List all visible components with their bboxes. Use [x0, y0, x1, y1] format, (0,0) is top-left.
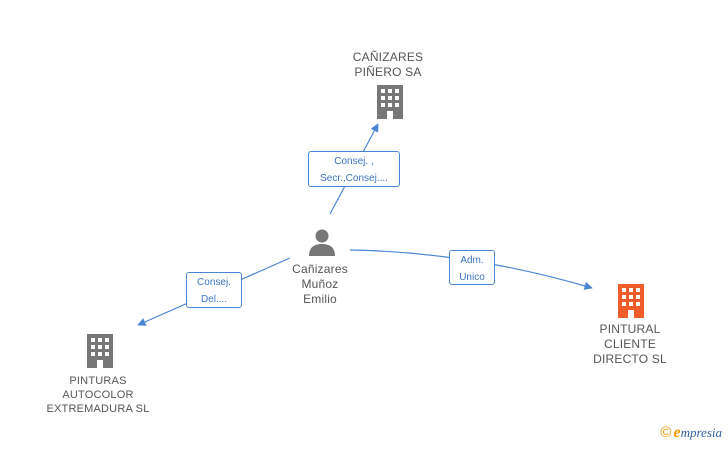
relation-line: Adm. [460, 255, 484, 266]
relation-line: Secr.,Consej.... [320, 173, 388, 184]
relation-label-canizares-pinero[interactable]: Consej. , Secr.,Consej.... [308, 151, 400, 187]
node-name-line: Emilio [303, 292, 337, 306]
relation-label-pintural[interactable]: Adm. Unico [449, 250, 495, 285]
node-name-line: AUTOCOLOR [62, 389, 134, 401]
copyright-symbol: © [660, 424, 672, 441]
node-name-line: PINTURAS [69, 375, 127, 387]
relation-line: Consej. [197, 277, 231, 288]
node-label-pinturas[interactable]: PINTURAS AUTOCOLOR EXTREMADURA SL [38, 374, 158, 416]
node-name-line: PINTURAL [599, 322, 661, 336]
brand-logo: ©empresia [660, 424, 722, 442]
building-icon[interactable] [85, 334, 115, 368]
node-label-person[interactable]: Cañizares Muñoz Emilio [270, 262, 370, 307]
building-icon[interactable] [616, 284, 646, 318]
node-label-canizares-pinero[interactable]: CAÑIZARES PIÑERO SA [338, 50, 438, 80]
brand-name: mpresia [680, 425, 722, 440]
node-name-line: EXTREMADURA SL [46, 403, 150, 415]
node-name-line: Cañizares [292, 262, 348, 276]
relation-label-pinturas[interactable]: Consej. Del.... [186, 272, 242, 308]
relation-line: Consej. , [334, 156, 374, 167]
person-icon[interactable] [308, 228, 336, 256]
node-name-line: DIRECTO SL [593, 352, 667, 366]
relation-line: Del.... [200, 294, 228, 305]
brand-initial: e [673, 424, 681, 441]
node-name-line: Muñoz [301, 277, 339, 291]
building-icon[interactable] [375, 85, 405, 119]
node-label-pintural[interactable]: PINTURAL CLIENTE DIRECTO SL [580, 322, 680, 367]
node-name-line: CAÑIZARES [352, 50, 424, 64]
node-name-line: PIÑERO SA [354, 65, 422, 79]
relation-line: Unico [459, 272, 485, 283]
node-name-line: CLIENTE [603, 337, 657, 351]
